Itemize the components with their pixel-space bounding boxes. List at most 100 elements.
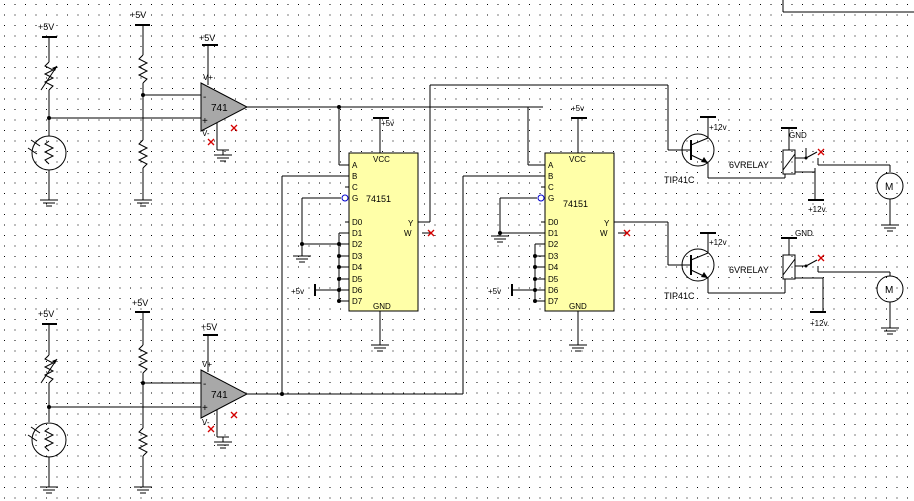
supply-label: +12v. xyxy=(808,205,827,214)
opamp-pin-label: V- xyxy=(202,418,210,427)
supply-label: +12v. xyxy=(810,319,829,328)
ic-pin-label: B xyxy=(548,172,553,181)
ic-pin-label: D7 xyxy=(352,297,363,306)
junction-dot xyxy=(533,277,537,281)
ic-pin-label: D3 xyxy=(352,252,363,261)
ground-icon xyxy=(881,327,899,335)
junction-dot xyxy=(337,265,341,269)
mux-ic-icon: +5v VCC 74151 GND Y W ABCGD0D1D2D3D4D5D6… xyxy=(488,104,631,352)
ic-pin-label: D1 xyxy=(548,229,559,238)
junction-dot xyxy=(337,242,341,246)
ic-pin-label: C xyxy=(548,183,554,192)
opamp-pin-label: V- xyxy=(202,129,210,138)
ground-icon xyxy=(40,486,58,494)
supply-label: +5V xyxy=(199,33,215,43)
inverted-pin-marker xyxy=(341,194,349,202)
ic-pin-label: B xyxy=(352,172,357,181)
supply-label: +5V xyxy=(130,10,146,20)
junction-dot xyxy=(533,299,537,303)
potentiometer-icon xyxy=(40,61,58,91)
ground-icon xyxy=(881,224,899,232)
motor-label: M xyxy=(885,182,893,193)
opamp-pin-label: - xyxy=(203,379,206,390)
no-connect-icon xyxy=(427,229,435,237)
ic-pin-label: A xyxy=(548,161,554,170)
ic-pin-label: D7 xyxy=(548,297,559,306)
ic-pin-label: D1 xyxy=(352,229,363,238)
supply-label: +5V xyxy=(132,298,148,308)
opamp-pin-label: - xyxy=(203,92,206,103)
lower-sensor-branch: +5V +5V xyxy=(27,298,201,494)
lower-driver: +12v TIP41C 6VRELAY GND xyxy=(664,229,904,335)
ic-pin-label: G xyxy=(352,194,358,203)
gnd-label: GND xyxy=(795,229,813,238)
relay-label: 6VRELAY xyxy=(729,265,769,275)
ic-pin-label: D0 xyxy=(548,218,559,227)
ic-pin-label: D6 xyxy=(548,286,559,295)
junction-dot xyxy=(337,277,341,281)
supply-label: +5v xyxy=(488,287,501,296)
opamp-icon: +5V 741 V+ V- - + xyxy=(200,322,249,449)
opamp-pin-label: V+ xyxy=(203,73,213,82)
ic-part-label: 74151 xyxy=(366,194,391,204)
ic-vcc-label: VCC xyxy=(569,155,586,164)
motor-label: M xyxy=(885,285,893,296)
ground-icon xyxy=(134,486,152,494)
junction-dot xyxy=(337,299,341,303)
inverted-pin-marker xyxy=(537,194,545,202)
potentiometer-icon xyxy=(40,354,58,384)
ground-icon xyxy=(491,235,509,243)
ic-vcc-label: VCC xyxy=(373,155,390,164)
junction-dot xyxy=(337,288,341,292)
wiring xyxy=(247,84,681,396)
supply-label: +5v xyxy=(291,287,304,296)
resistor-icon xyxy=(137,139,149,169)
resistor-icon xyxy=(137,344,149,374)
ground-icon xyxy=(40,199,58,207)
ic-pin-label: Y xyxy=(604,219,610,228)
ic-pin-label: D5 xyxy=(352,275,363,284)
ground-icon xyxy=(214,154,232,162)
supply-label: +12v xyxy=(709,238,727,247)
ic-pin-label: D0 xyxy=(352,218,363,227)
ground-icon xyxy=(371,344,389,352)
transistor-label: TIP41C xyxy=(664,291,695,301)
ic-gnd-label: GND xyxy=(373,302,391,311)
supply-label: +5V xyxy=(38,309,54,319)
ic-pin-label: W xyxy=(600,229,608,238)
ic-pin-label: G xyxy=(548,194,554,203)
opamp-icon: +5V 741 V+ V- - + xyxy=(199,33,249,162)
relay-icon xyxy=(782,254,824,312)
opamp-pin-label: V+ xyxy=(202,360,212,369)
supply-label: +5v xyxy=(571,104,584,113)
ic-pin-label: D2 xyxy=(352,240,363,249)
ic-pin-label: D6 xyxy=(352,286,363,295)
ic-pin-label: A xyxy=(352,161,358,170)
mux-ic-icon: +5v VCC 74151 GND Y W ABCGD0D1D2D3D4D5D6… xyxy=(291,117,435,352)
supply-label: +12v xyxy=(709,123,727,132)
npn-transistor-icon xyxy=(681,133,715,167)
ic-pin-label: D2 xyxy=(548,240,559,249)
ic-gnd-label: GND xyxy=(569,302,587,311)
opamp-label: 741 xyxy=(211,390,228,401)
relay-icon xyxy=(782,149,818,200)
gnd-label: GND xyxy=(789,131,807,140)
no-connect-icon xyxy=(817,254,825,262)
junction-dot xyxy=(533,288,537,292)
supply-label: +5V xyxy=(38,22,54,32)
resistor-icon xyxy=(137,427,149,457)
ground-icon xyxy=(569,344,587,352)
opamp-pin-label: + xyxy=(202,403,208,414)
no-connect-icon xyxy=(207,124,238,146)
ic-pin-label: C xyxy=(352,183,358,192)
resistor-icon xyxy=(137,54,149,84)
ic-pin-label: D3 xyxy=(548,252,559,261)
no-connect-icon xyxy=(623,229,631,237)
upper-sensor-branch: +5V +5V xyxy=(27,10,201,207)
ic-pin-label: W xyxy=(404,229,412,238)
ground-icon xyxy=(293,255,311,263)
no-connect-icon xyxy=(817,148,825,156)
transistor-label: TIP41C xyxy=(664,175,695,185)
